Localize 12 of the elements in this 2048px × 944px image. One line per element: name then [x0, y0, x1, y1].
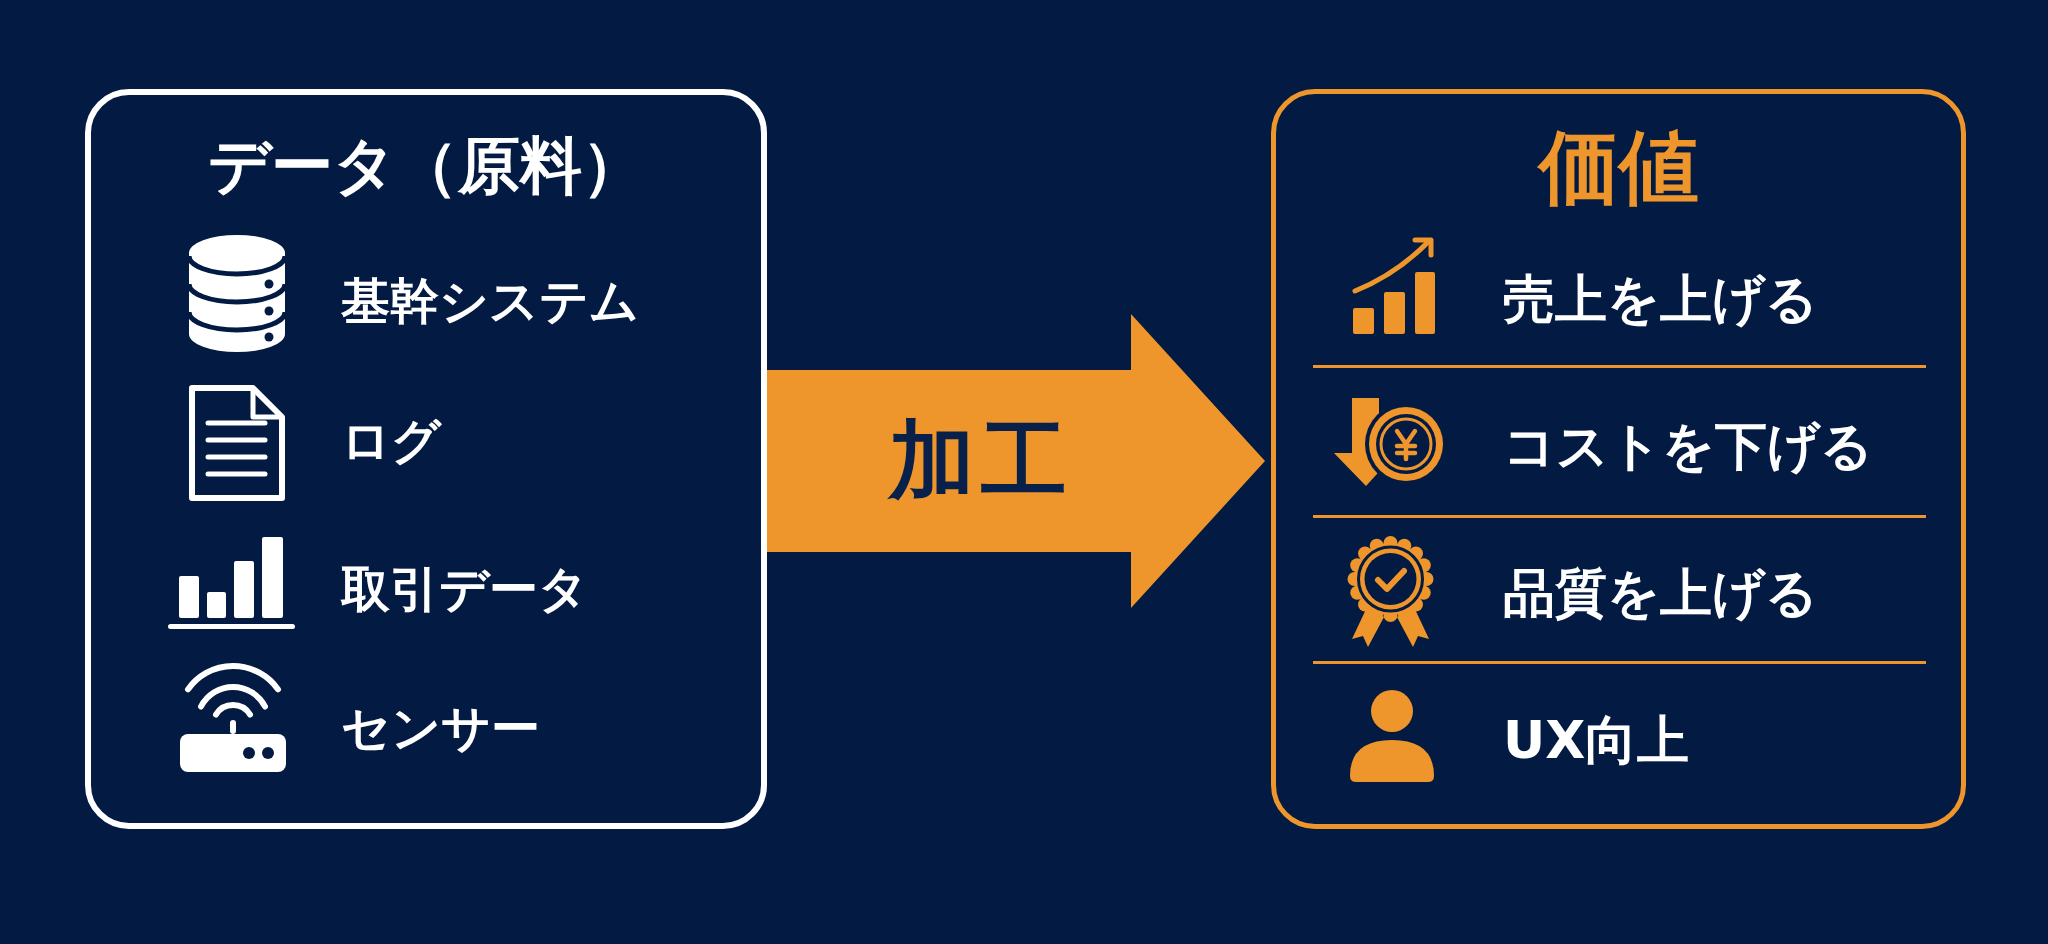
rounded-panel — [85, 89, 767, 829]
panel-heading: データ（原料） — [208, 128, 644, 204]
item-label: ログ — [341, 412, 441, 472]
item-label: 品質を上げる — [1503, 561, 1818, 625]
item-label: 取引データ — [341, 560, 588, 620]
item-label: 売上を上げる — [1503, 267, 1818, 331]
item-label: UX向上 — [1503, 708, 1690, 772]
rounded-panel — [1271, 89, 1966, 829]
item-label: コストを下げる — [1503, 414, 1873, 478]
item-label: センサー — [341, 699, 540, 759]
item-label: 基幹システム — [341, 272, 639, 332]
panel-heading: 価値 — [1538, 120, 1699, 216]
